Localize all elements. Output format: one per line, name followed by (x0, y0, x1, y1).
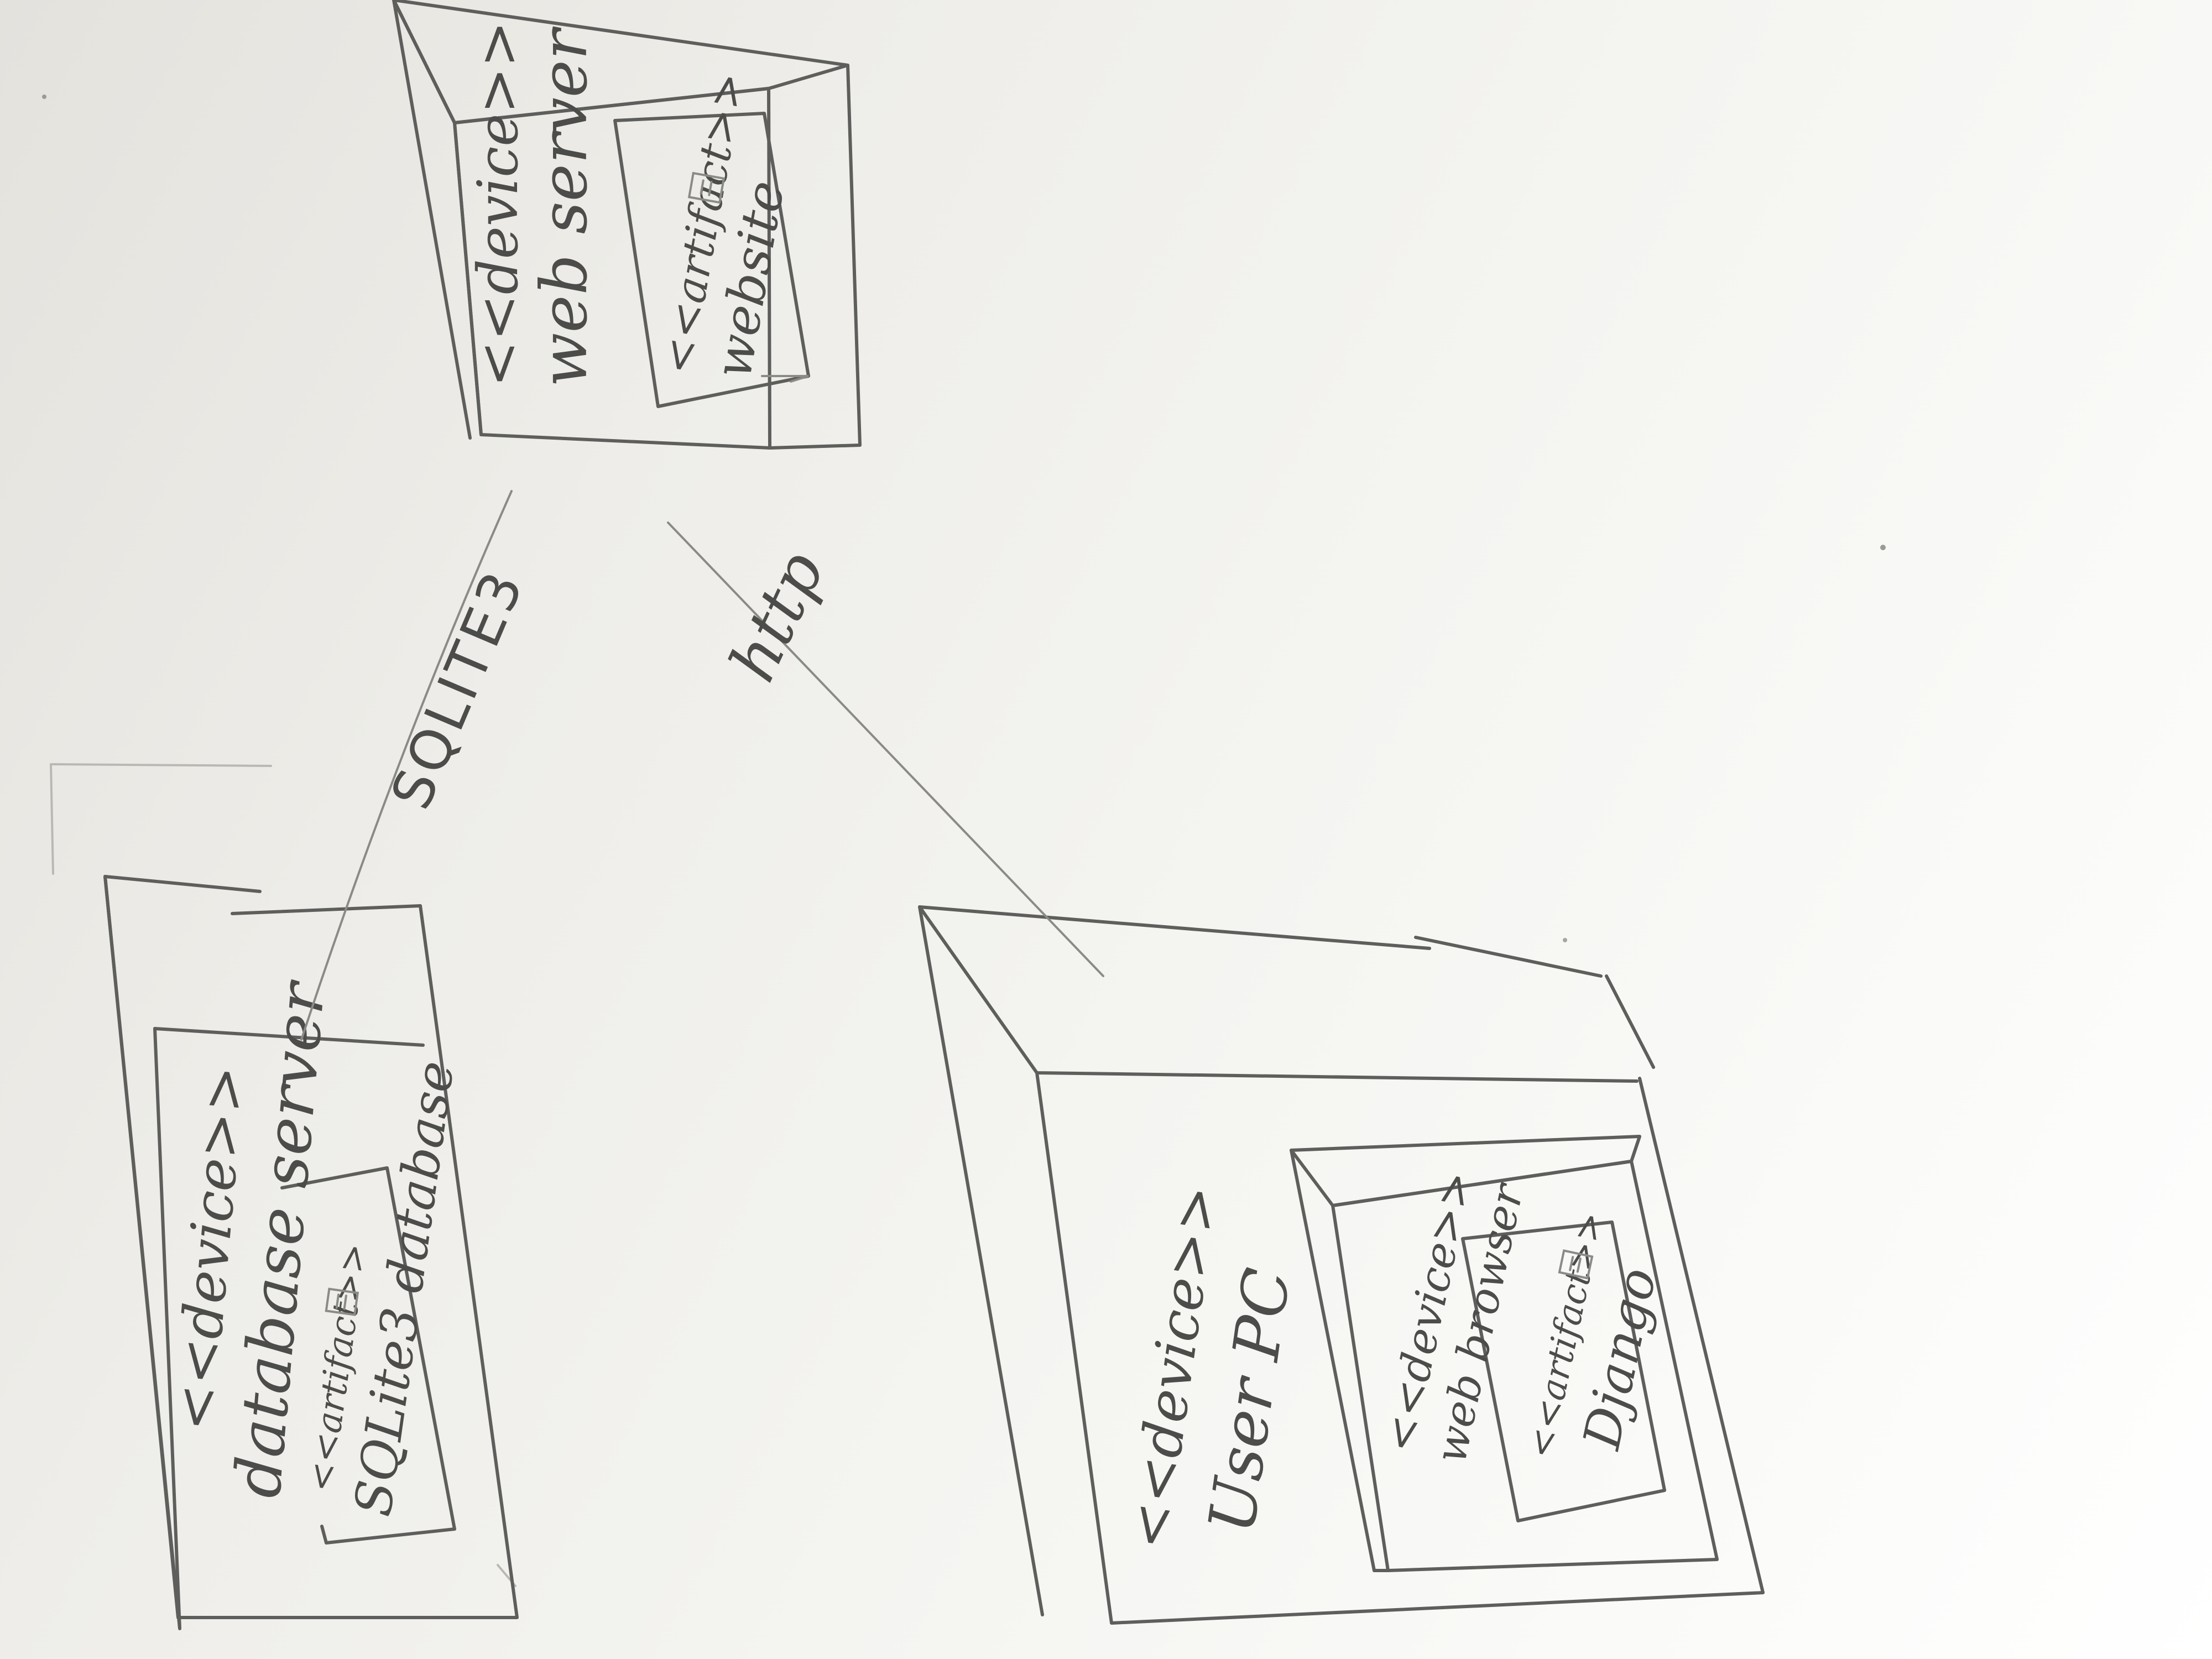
user-pc-node-labels: <<device>> User PC (1116, 1181, 1305, 1553)
user-pc-node-front-face (1035, 1071, 1765, 1625)
web-browser-device-labels: <<device>> web browser (1375, 1167, 1534, 1468)
sqlite3-connection-label: SQLITE3 (378, 560, 536, 818)
web-browser-device-side-face (1290, 1149, 1390, 1572)
web-server-stereotype: <<device>> (466, 21, 530, 387)
django-artifact-box (1461, 1220, 1666, 1522)
web-browser-device-front-face (1331, 1160, 1719, 1572)
sqlite3-connection-line (300, 490, 513, 1041)
http-connection-label-group: http (716, 541, 839, 692)
user-pc-node-top-face (918, 905, 1655, 1083)
database-server-node (103, 875, 519, 1630)
database-server-node-outline (103, 875, 181, 1630)
sqlite3-connection-label-group: SQLITE3 (378, 560, 536, 818)
paper-marks (42, 95, 1886, 1587)
http-connection-line (667, 521, 1104, 977)
database-server-node-top-face (103, 875, 425, 1047)
http-connection-label: http (716, 541, 839, 692)
artifact-document-icon (687, 171, 726, 204)
sqlite3-database-artifact-box (280, 1166, 456, 1545)
artifact-document-icon (1558, 1249, 1594, 1280)
artifact-document-icon (325, 1287, 359, 1316)
web-server-name: web server (528, 26, 602, 387)
user-pc-node-side-face (918, 905, 1044, 1616)
user-pc-node (918, 905, 1765, 1625)
connection-web-server-database (300, 490, 513, 1041)
web-server-node-labels: <<device>> web server (466, 21, 602, 387)
web-server-node-side-face (392, 0, 862, 450)
web-server-node (392, 0, 862, 450)
connection-web-server-user-pc (667, 521, 1104, 977)
